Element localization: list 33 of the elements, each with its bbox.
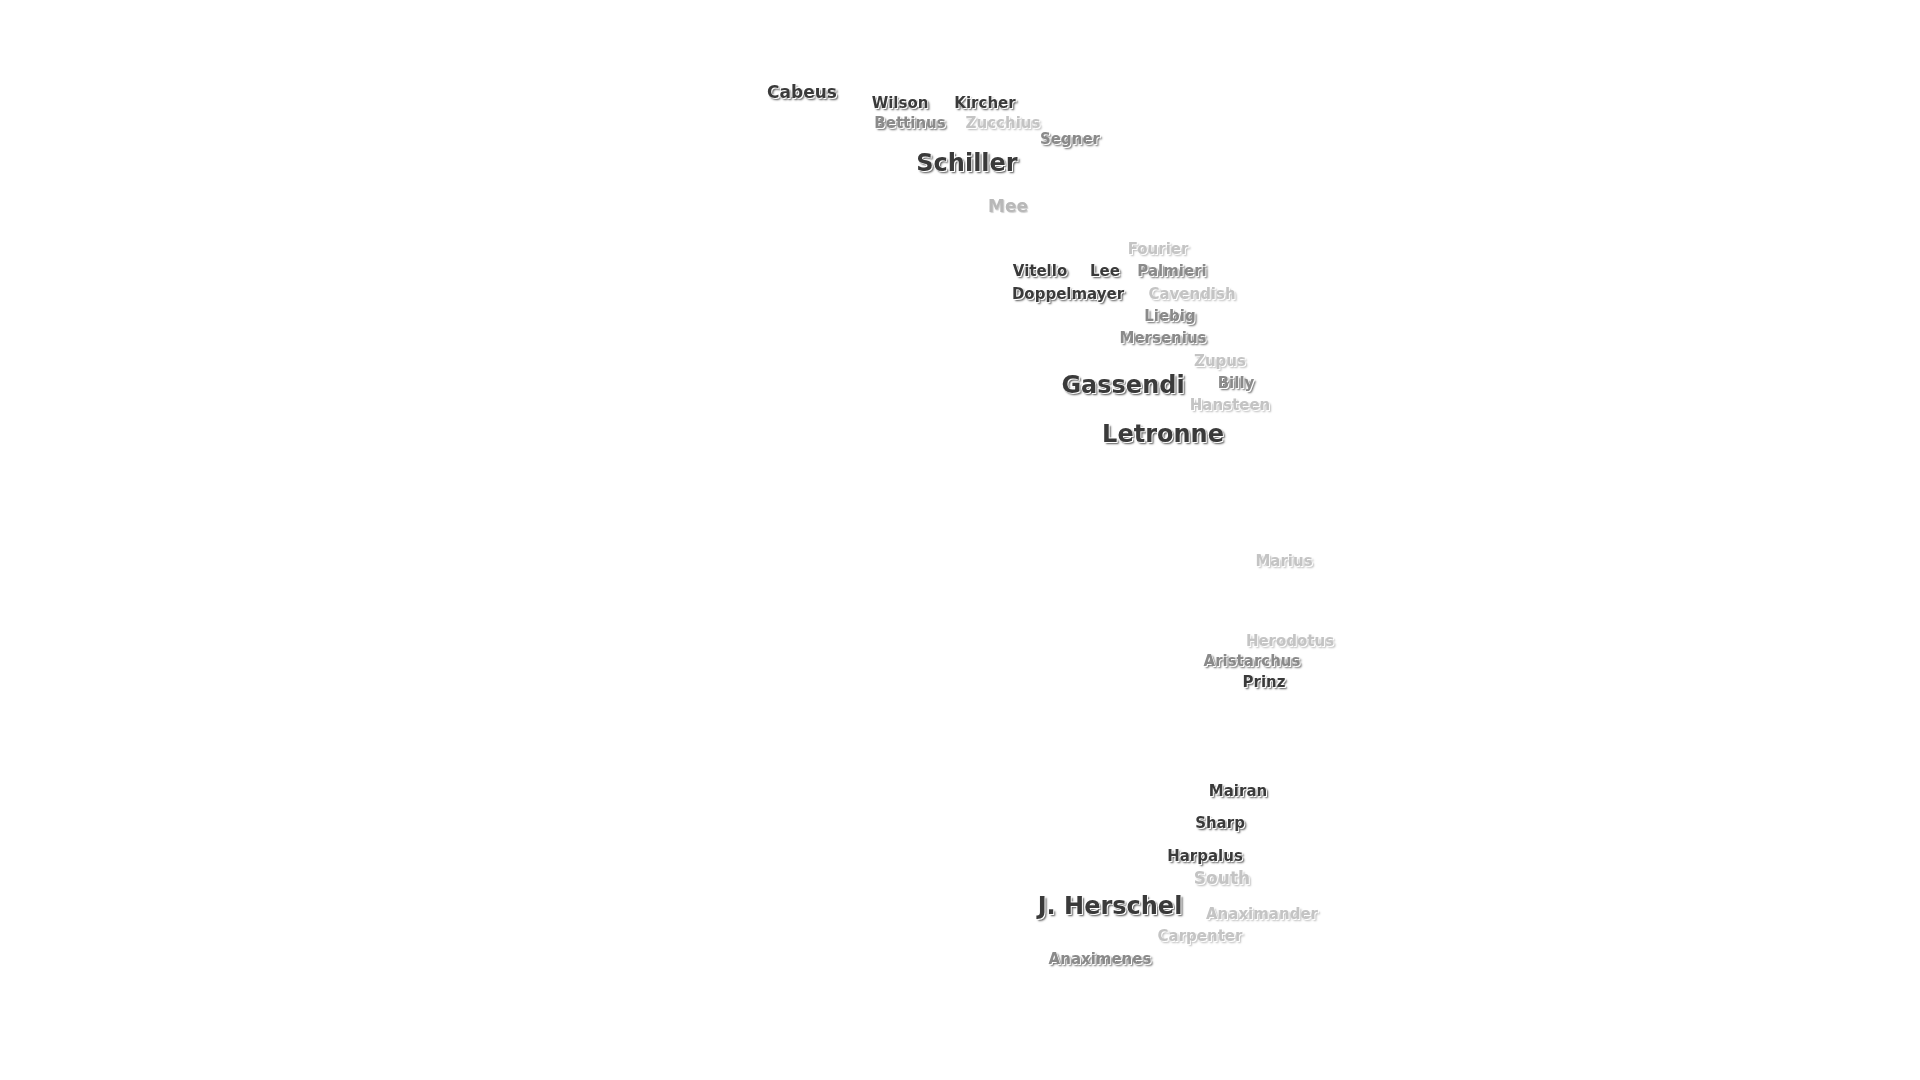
crater-label: Mairan <box>1208 783 1268 801</box>
crater-label: Anaximenes <box>1048 951 1152 969</box>
crater-label: Vitello <box>1012 263 1068 281</box>
crater-label: Liebig <box>1144 308 1196 326</box>
crater-label: Schiller <box>916 150 1018 178</box>
crater-label: Wilson <box>871 95 929 113</box>
crater-label: Mersenius <box>1119 330 1207 348</box>
crater-label: Carpenter <box>1157 928 1243 946</box>
crater-label: Cavendish <box>1148 286 1236 304</box>
crater-label: Doppelmayer <box>1011 286 1125 304</box>
crater-label: J. Herschel <box>1037 893 1183 921</box>
crater-label: Letronne <box>1102 421 1224 449</box>
crater-label: Zupus <box>1194 353 1246 371</box>
crater-label: Aristarchus <box>1203 653 1301 671</box>
crater-label: Sharp <box>1195 815 1245 833</box>
crater-label: Palmieri <box>1137 263 1207 281</box>
crater-label: Gassendi <box>1061 372 1185 400</box>
crater-label: Segner <box>1040 131 1100 149</box>
crater-label: Marius <box>1255 553 1313 571</box>
crater-label: Harpalus <box>1167 848 1243 866</box>
crater-label: Fourier <box>1127 241 1189 259</box>
crater-label: Anaximander <box>1206 906 1318 924</box>
crater-label: South <box>1193 869 1251 889</box>
crater-label: Mee <box>988 197 1028 217</box>
crater-label: Kircher <box>954 95 1016 113</box>
crater-label: Zucchius <box>965 115 1041 133</box>
crater-label: Lee <box>1090 263 1120 281</box>
crater-label: Cabeus <box>767 83 837 103</box>
crater-label: Billy <box>1217 375 1255 393</box>
crater-label: Hansteen <box>1189 397 1271 415</box>
crater-label: Herodotus <box>1245 633 1335 651</box>
crater-label: Bettinus <box>874 115 946 133</box>
crater-label: Prinz <box>1242 674 1286 692</box>
